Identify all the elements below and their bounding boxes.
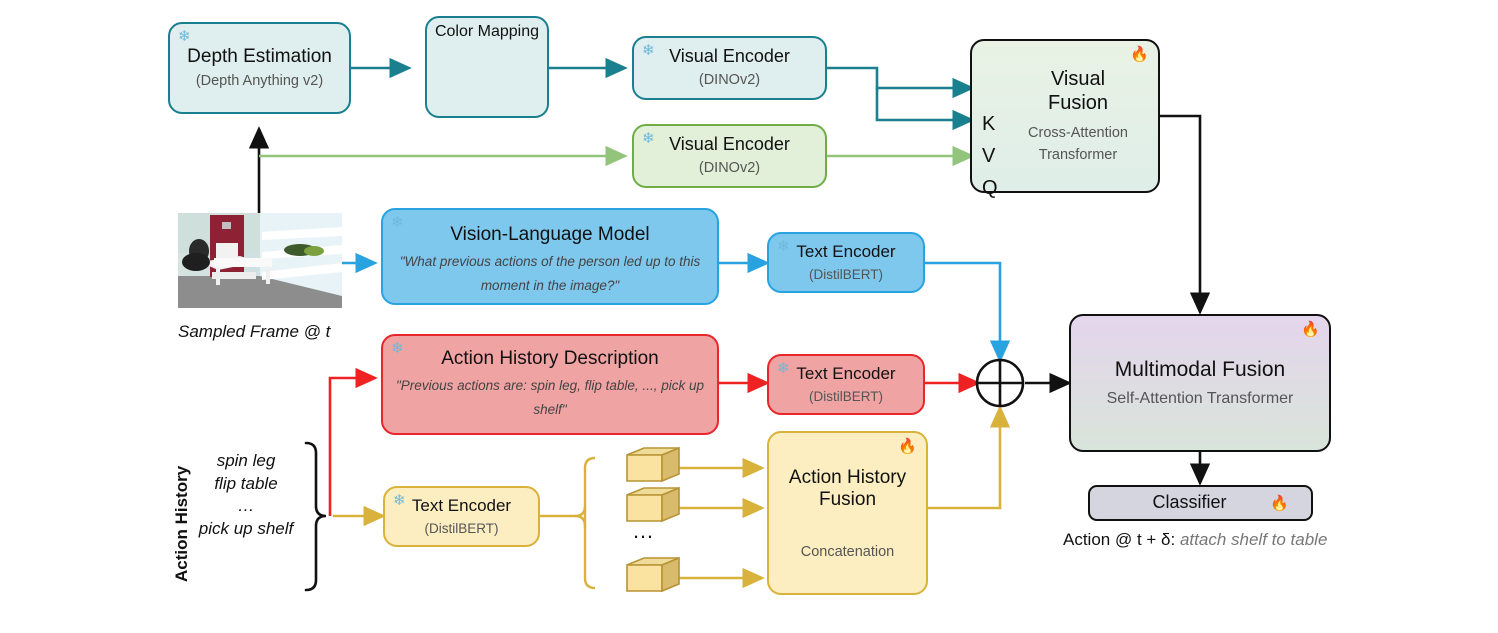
node-multimodal-fusion[interactable]: 🔥 Multimodal Fusion Self-Attention Trans… [1069,314,1331,452]
fire-icon: 🔥 [1301,321,1320,338]
node-title: Depth Estimation [187,45,332,67]
node-title-line2: Fusion [1047,91,1109,114]
node-title-line1: Visual [1050,68,1106,91]
history-item: spin leg [216,451,276,470]
node-text-encoder-tokens[interactable]: ❄ Text Encoder (DistilBERT) [383,486,540,547]
token-ellipsis: … [632,518,656,543]
sampled-frame-art [178,213,342,308]
snowflake-icon: ❄ [391,214,404,231]
node-title: Action History Description [441,348,659,369]
sampled-frame-caption: Sampled Frame @ t [178,322,331,341]
node-subtitle: (Depth Anything v2) [195,73,324,89]
node-title: Classifier [1152,492,1227,513]
action-history-axis-label: Action History [172,465,191,582]
node-description-text: "Previous actions are: spin leg, flip ta… [396,378,704,418]
node-depth-estimation[interactable]: ❄ Depth Estimation (Depth Anything v2) [168,22,351,114]
token-cube [626,446,680,483]
node-color-mapping[interactable]: Color Mapping [425,16,549,118]
node-action-history-fusion[interactable]: 🔥 Action History Fusion Concatenation [767,431,928,595]
snowflake-icon: ❄ [777,360,790,377]
fire-icon: 🔥 [898,438,917,455]
node-title: Text Encoder [796,241,896,261]
node-text-encoder-action-history[interactable]: ❄ Text Encoder (DistilBERT) [767,354,925,415]
node-title-line1: Action History [788,467,907,488]
token-cube [626,556,680,593]
action-history-items: spin leg flip table … pick up shelf [190,450,302,540]
node-subtitle-line2: Transformer [1038,146,1118,163]
history-item: flip table [214,473,278,493]
port-label-v: V [982,145,996,167]
node-action-history-description[interactable]: ❄ Action History Description "Previous a… [381,334,719,435]
snowflake-icon: ❄ [642,130,655,147]
node-subtitle: Concatenation [800,543,895,560]
node-title: Visual Encoder [669,46,790,67]
node-title-line2: Fusion [818,489,877,511]
fire-icon: 🔥 [1130,46,1149,63]
node-subtitle: (DistilBERT) [809,266,883,282]
node-visual-encoder-depth[interactable]: ❄ Visual Encoder (DINOv2) [632,36,827,100]
history-item: pick up shelf [198,518,294,538]
snowflake-icon: ❄ [393,492,406,509]
node-title: Visual Encoder [669,134,790,155]
port-label-k: K [982,113,996,135]
node-title: Color Mapping [434,23,540,40]
node-visual-fusion[interactable]: 🔥 Visual Fusion Cross-Attention Transfor… [970,39,1160,199]
node-title: Text Encoder [796,363,896,383]
output-value: attach shelf to table [1179,530,1328,549]
node-subtitle: (DistilBERT) [809,388,883,404]
port-label-q: Q [982,177,998,199]
node-visual-encoder-rgb[interactable]: ❄ Visual Encoder (DINOv2) [632,124,827,188]
output-action-text: Action @ t + δ: attach shelf to table [1063,530,1327,550]
node-subtitle: Self-Attention Transformer [1106,389,1294,407]
node-classifier[interactable]: 🔥 Classifier [1088,485,1313,521]
node-title: Text Encoder [411,495,512,515]
snowflake-icon: ❄ [642,42,655,59]
node-title: Multimodal Fusion [1114,358,1286,382]
token-cube [626,486,680,523]
node-text-encoder-vlm[interactable]: ❄ Text Encoder (DistilBERT) [767,232,925,293]
snowflake-icon: ❄ [391,340,404,357]
history-item: … [237,496,255,516]
node-prompt-text: "What previous actions of the person led… [399,254,701,294]
node-subtitle-line1: Cross-Attention [1028,125,1128,142]
snowflake-icon: ❄ [777,238,790,255]
node-subtitle: (DistilBERT) [424,520,499,536]
node-subtitle: (DINOv2) [698,72,761,89]
fire-icon: 🔥 [1270,495,1289,512]
snowflake-icon: ❄ [178,28,191,45]
output-prefix: Action @ t + δ: [1063,530,1180,549]
node-title: Vision-Language Model [450,224,650,245]
node-vision-language-model[interactable]: ❄ Vision-Language Model "What previous a… [381,208,719,305]
node-subtitle: (DINOv2) [698,160,761,177]
